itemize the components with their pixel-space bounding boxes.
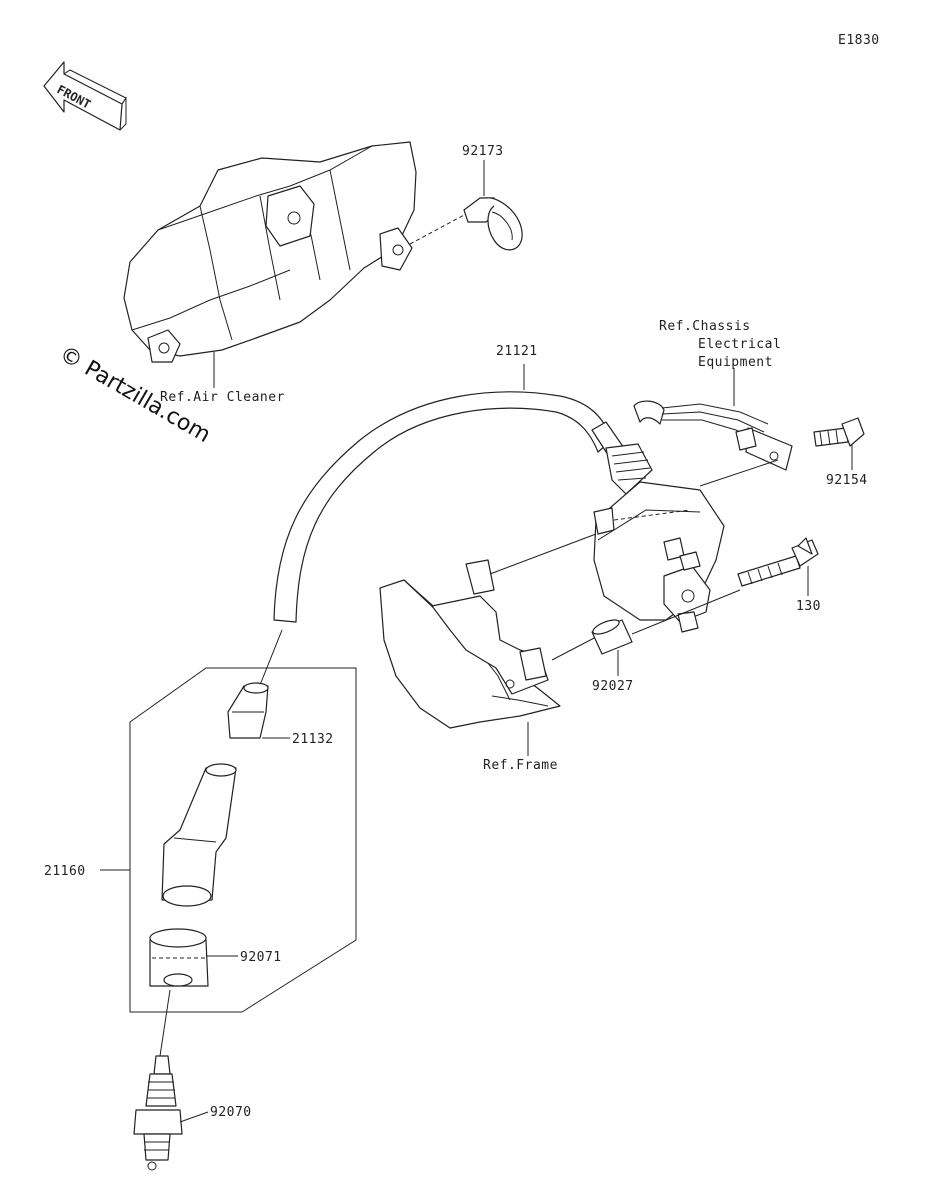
ref-chassis-label-3: Equipment — [698, 355, 773, 370]
ref-frame-label: Ref.Frame — [483, 758, 558, 773]
part-label-21132: 21132 — [292, 732, 334, 747]
group-box-21160 — [129, 667, 357, 1013]
part-label-92071: 92071 — [240, 950, 282, 965]
ref-chassis-label-2: Electrical — [698, 337, 781, 352]
ignition-coil — [593, 481, 725, 633]
bolt-130 — [737, 537, 819, 587]
chassis-harness — [633, 400, 793, 471]
ignition-lead-21121 — [273, 391, 653, 623]
collar-92027 — [591, 619, 633, 655]
spark-plug-92070 — [133, 1055, 183, 1171]
frame-bracket — [379, 559, 561, 729]
part-label-21160: 21160 — [44, 864, 86, 879]
part-label-92070: 92070 — [210, 1105, 252, 1120]
terminal-cap-21132 — [227, 682, 269, 739]
part-label-92154: 92154 — [826, 473, 868, 488]
seal-92071 — [149, 928, 209, 987]
ref-chassis-label-1: Ref.Chassis — [659, 319, 751, 334]
part-label-21121: 21121 — [496, 344, 538, 359]
plug-cap-boot — [161, 763, 237, 907]
part-label-130: 130 — [796, 599, 821, 614]
air-cleaner-housing — [123, 141, 417, 363]
part-label-92173: 92173 — [462, 144, 504, 159]
clamp-92173 — [409, 160, 523, 251]
ref-air-cleaner-label: Ref.Air Cleaner — [160, 390, 285, 405]
front-arrow-icon: FRONT — [43, 61, 127, 131]
bolt-92154 — [813, 417, 865, 447]
part-label-92027: 92027 — [592, 679, 634, 694]
diagram-code: E1830 — [838, 33, 880, 48]
